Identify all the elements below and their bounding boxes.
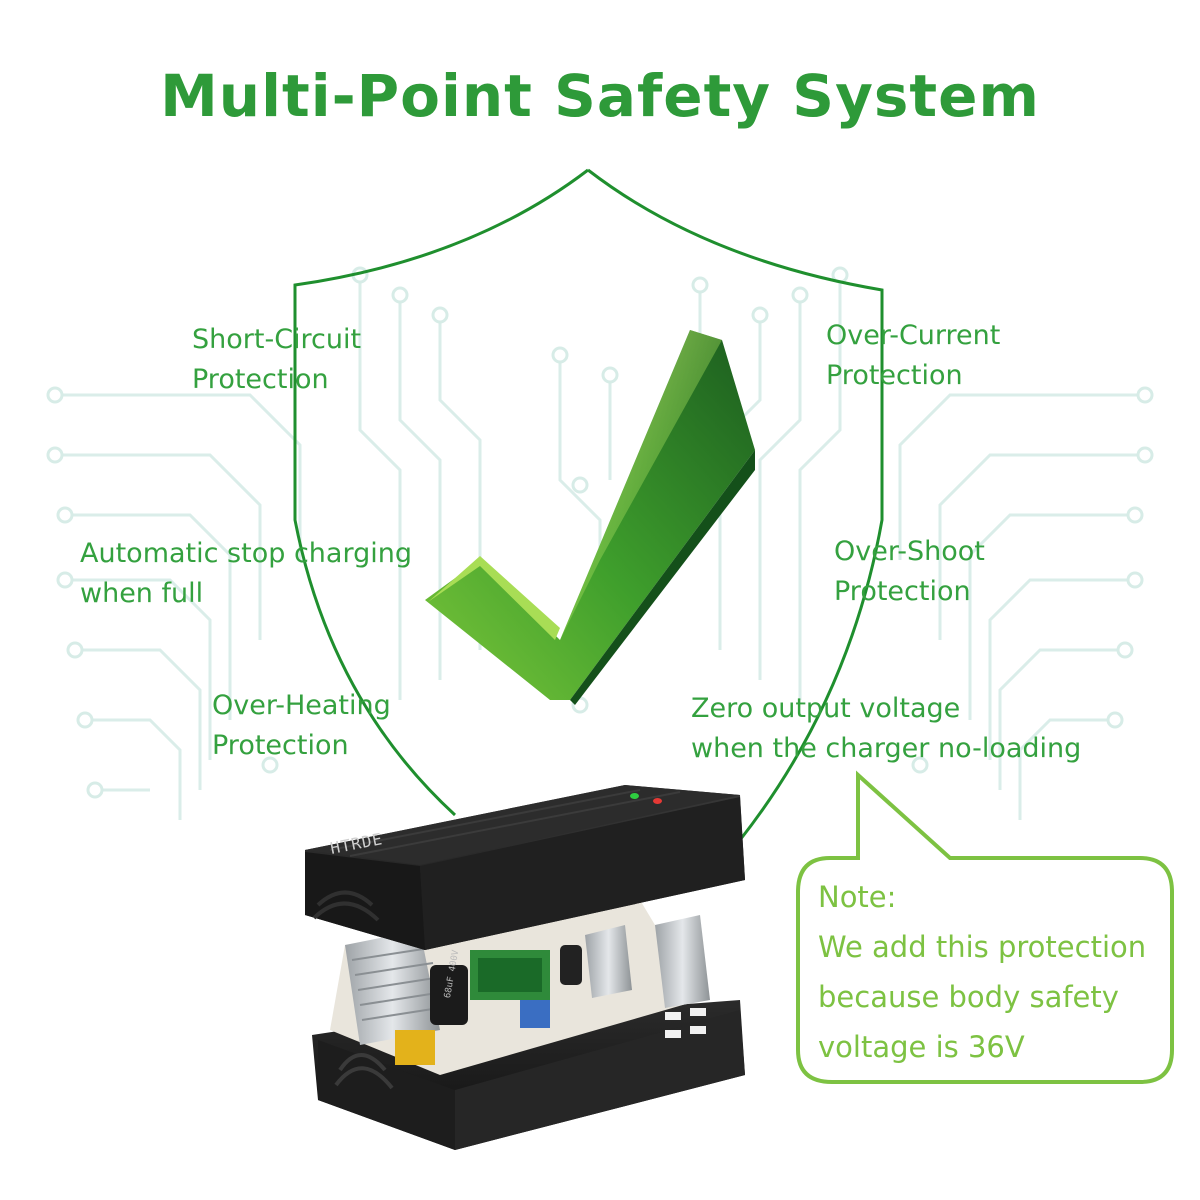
charger-product bbox=[305, 785, 745, 1150]
note-heading: Note: bbox=[818, 880, 897, 914]
zero-output-label: Zero output voltage when the charger no-… bbox=[691, 693, 1082, 764]
circuit-nodes bbox=[46, 266, 1154, 799]
circuit-pattern bbox=[60, 280, 1140, 820]
shield-outline bbox=[293, 168, 884, 841]
page-title: Multi-Point Safety System bbox=[160, 62, 1040, 130]
note-line: voltage is 36V bbox=[818, 1030, 1025, 1064]
short-circuit-label: Short-Circuit Protection bbox=[192, 324, 362, 395]
over-shoot-label: Over-Shoot Protection bbox=[834, 536, 985, 607]
led-green-icon bbox=[630, 793, 639, 799]
checkmark-icon bbox=[425, 330, 755, 705]
led-red-icon bbox=[653, 798, 662, 804]
note-box: Note: We add this protection because bod… bbox=[818, 872, 1146, 1072]
over-heating-label: Over-Heating Protection bbox=[212, 690, 391, 761]
note-line: because body safety bbox=[818, 980, 1119, 1014]
auto-stop-label: Automatic stop charging when full bbox=[80, 538, 412, 609]
over-current-label: Over-Current Protection bbox=[826, 320, 1001, 391]
note-line: We add this protection bbox=[818, 930, 1147, 964]
speech-bubble bbox=[796, 770, 1174, 1084]
